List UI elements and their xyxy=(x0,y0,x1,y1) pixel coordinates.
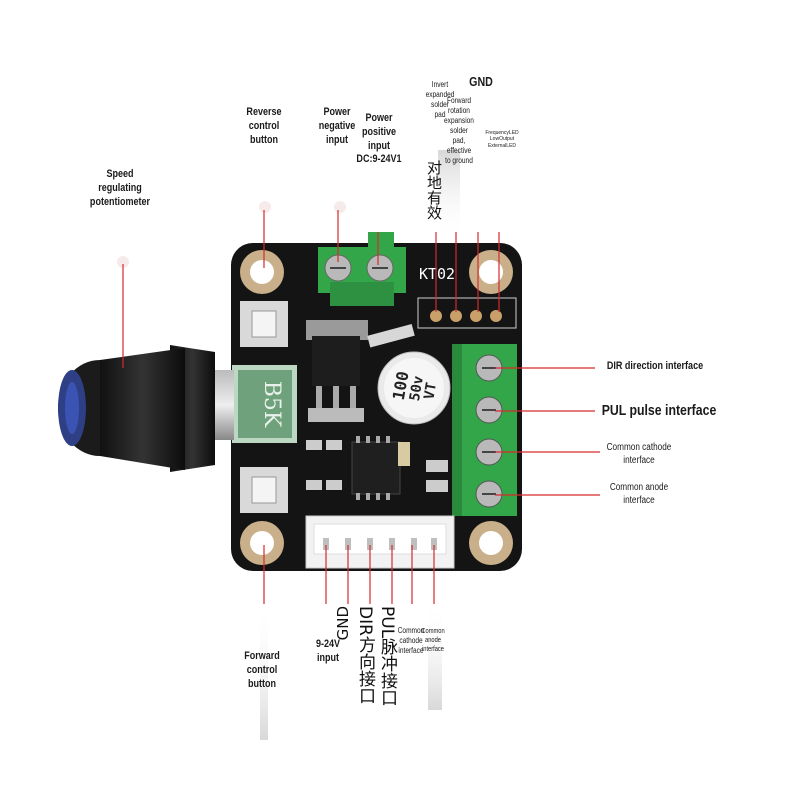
svg-text:100: 100 xyxy=(389,370,413,402)
label-power-positive: Power positive input DC:9-24V1 xyxy=(356,112,402,166)
pcb-board xyxy=(231,243,522,571)
knob xyxy=(58,345,234,472)
bottom-connector xyxy=(305,515,455,569)
forward-push-button xyxy=(240,467,288,513)
label-common-cathode-right: Common cathode interface xyxy=(606,442,672,466)
label-gnd-vertical: GND xyxy=(334,606,352,641)
power-terminal xyxy=(318,232,406,306)
pot-marking: B5K xyxy=(259,381,284,428)
label-9-24v-input: 9-24V input xyxy=(315,638,341,664)
label-chinese-top: 对地有效 xyxy=(425,160,443,220)
label-pul-interface: PUL pulse interface xyxy=(601,402,717,419)
label-common-anode-right: Common anode interface xyxy=(609,482,669,506)
label-dir-interface: DIR direction interface xyxy=(606,360,704,372)
capacitor: 100 50v VT xyxy=(377,351,451,425)
reverse-push-button xyxy=(240,301,288,347)
label-reverse-button: Reverse control button xyxy=(246,106,282,146)
label-led-note: FrequencyLED LowOutput ExternalLED xyxy=(485,130,519,149)
label-forward-pad: Forward rotation expansion solder pad, e… xyxy=(444,96,474,165)
label-pul-vertical: PUL脉冲接口 xyxy=(377,606,397,707)
callout-lines xyxy=(122,210,600,604)
ic-chips xyxy=(306,436,448,500)
label-power-negative: Power negative input xyxy=(318,106,356,146)
svg-text:VT: VT xyxy=(421,381,440,400)
potentiometer-body: B5K xyxy=(232,365,297,443)
regulator xyxy=(306,320,368,422)
label-gnd-top: GND xyxy=(469,74,493,89)
label-dir-vertical: DIR方向接口 xyxy=(355,606,375,704)
board-model: KT02 xyxy=(419,265,455,283)
pin-header xyxy=(417,297,517,329)
mounting-holes xyxy=(240,250,513,565)
label-invert-pad: Invert expanded solder pad xyxy=(425,80,455,119)
label-forward-button: Forward control button xyxy=(244,650,280,690)
signal-terminal xyxy=(452,344,517,516)
label-common-anode-bottom: Common anode interface xyxy=(421,628,445,653)
background-streaks xyxy=(117,150,460,740)
svg-text:50v: 50v xyxy=(407,375,427,403)
label-speed-potentiometer: Speed regulating potentiometer xyxy=(89,168,151,208)
label-common-cathode-bottom: Common cathode interface xyxy=(397,626,425,655)
